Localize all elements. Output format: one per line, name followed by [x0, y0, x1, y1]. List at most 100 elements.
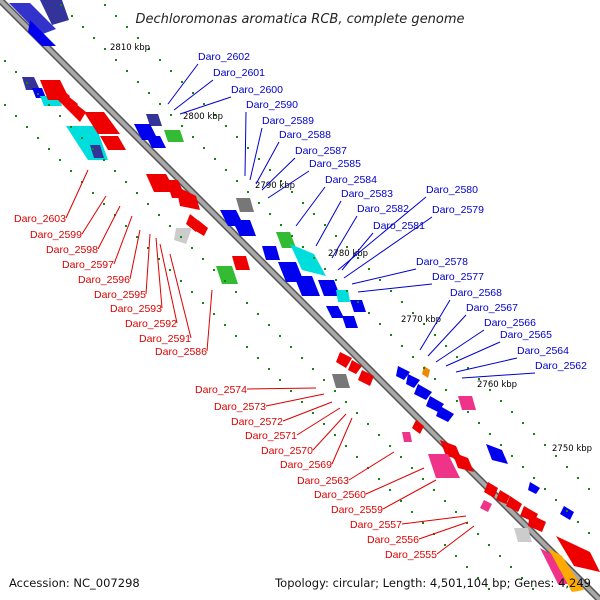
gene-feature — [342, 316, 358, 328]
tick-dot — [148, 92, 150, 94]
tick-dot — [368, 312, 370, 314]
tick-dot — [48, 104, 50, 106]
reverse-gene-label: Daro_2591 — [139, 333, 191, 345]
forward-gene-label: Daro_2564 — [517, 345, 569, 357]
gene-feature — [232, 256, 250, 270]
tick-dot — [235, 335, 237, 337]
gene-feature — [528, 514, 546, 532]
tick-dot — [115, 59, 117, 61]
tick-dot — [302, 246, 304, 248]
tick-dot — [258, 202, 260, 204]
tick-dot — [378, 478, 380, 480]
tick-dot — [400, 456, 402, 458]
forward-gene-label: Daro_2577 — [432, 271, 484, 283]
genome-title: Dechloromonas aromatica RCB, complete ge… — [135, 12, 464, 27]
tick-dot — [577, 521, 579, 523]
tick-dot — [532, 588, 534, 590]
tick-dot — [521, 577, 523, 579]
tick-dot — [81, 137, 83, 139]
tick-dot — [180, 236, 182, 238]
reverse-gene-label: Daro_2599 — [30, 229, 82, 241]
reverse-gene-leader — [206, 289, 213, 352]
tick-dot — [4, 60, 6, 62]
tick-dot — [158, 258, 160, 260]
tick-dot — [159, 59, 161, 61]
gene-feature — [100, 136, 126, 150]
forward-gene-leader — [295, 186, 326, 227]
tick-dot — [412, 312, 414, 314]
gene-feature — [326, 306, 344, 318]
tick-dot — [588, 488, 590, 490]
tick-dot — [246, 302, 248, 304]
tick-dot — [258, 158, 260, 160]
reverse-gene-label: Daro_2563 — [297, 475, 349, 487]
forward-gene-label: Daro_2580 — [426, 184, 478, 196]
kbp-ticks: 2810 kbp 2800 kbp 2790 kbp 2780 kbp 2770… — [110, 43, 592, 454]
forward-gene-leader — [261, 157, 296, 191]
tick-dot — [236, 136, 238, 138]
tick-dot — [301, 357, 303, 359]
tick-dot — [334, 390, 336, 392]
forward-gene-leader — [357, 283, 433, 293]
tick-dot — [577, 477, 579, 479]
tick-dot — [555, 499, 557, 501]
tick-dot — [59, 159, 61, 161]
tick-dot — [390, 290, 392, 292]
tick-dot — [368, 268, 370, 270]
reverse-gene-label: Daro_2570 — [261, 445, 313, 457]
tick-dot — [290, 390, 292, 392]
tick-dot — [423, 367, 425, 369]
tick-dot — [158, 214, 160, 216]
tick-dot — [489, 433, 491, 435]
forward-gene-label: Daro_2589 — [262, 115, 314, 127]
tick-dots — [4, 4, 590, 590]
forward-gene-leader — [255, 141, 280, 185]
tick-dot — [290, 346, 292, 348]
tick-dot — [48, 148, 50, 150]
tick-dot — [103, 203, 105, 205]
tick-dot — [291, 235, 293, 237]
tick-dot — [192, 92, 194, 94]
forward-gene-leader — [343, 216, 433, 279]
forward-gene-labels: Daro_2602Daro_2601Daro_2600Daro_2590Daro… — [167, 51, 587, 379]
gene-feature — [560, 506, 574, 520]
gene-feature — [514, 528, 532, 542]
tick-dot — [379, 279, 381, 281]
gene-feature — [412, 420, 424, 434]
reverse-gene-label: Daro_2586 — [155, 346, 207, 358]
reverse-gene-leader — [159, 243, 178, 324]
gene-feature — [336, 352, 352, 368]
tick-dot — [466, 522, 468, 524]
tick-dot — [114, 170, 116, 172]
tick-dot — [488, 588, 490, 590]
gene-feature — [72, 104, 86, 122]
tick-dot — [191, 247, 193, 249]
forward-gene-label: Daro_2578 — [416, 256, 468, 268]
tick-dot — [323, 423, 325, 425]
reverse-gene-label: Daro_2592 — [125, 318, 177, 330]
tick-dot — [247, 147, 249, 149]
tick-dot — [445, 389, 447, 391]
gene-feature — [294, 276, 320, 296]
tick-dot — [268, 368, 270, 370]
forward-gene-label: Daro_2562 — [535, 360, 587, 372]
tick-dot — [70, 126, 72, 128]
tick-dot — [203, 103, 205, 105]
forward-gene-leader — [419, 299, 451, 351]
tick-dot — [4, 104, 6, 106]
tick-dot — [70, 170, 72, 172]
kbp-tick-label: 2790 kbp — [255, 181, 295, 191]
tick-dot — [92, 192, 94, 194]
forward-gene-label: Daro_2590 — [246, 99, 298, 111]
forward-gene-leader — [179, 96, 232, 115]
forward-gene-leader — [315, 200, 342, 247]
tick-dot — [357, 257, 359, 259]
tick-dot — [269, 213, 271, 215]
tick-dot — [225, 169, 227, 171]
gene-feature — [236, 198, 254, 212]
reverse-gene-label: Daro_2595 — [94, 289, 146, 301]
forward-gene-leader — [445, 341, 501, 367]
tick-dot — [466, 566, 468, 568]
tick-dot — [26, 82, 28, 84]
tick-dot — [214, 158, 216, 160]
